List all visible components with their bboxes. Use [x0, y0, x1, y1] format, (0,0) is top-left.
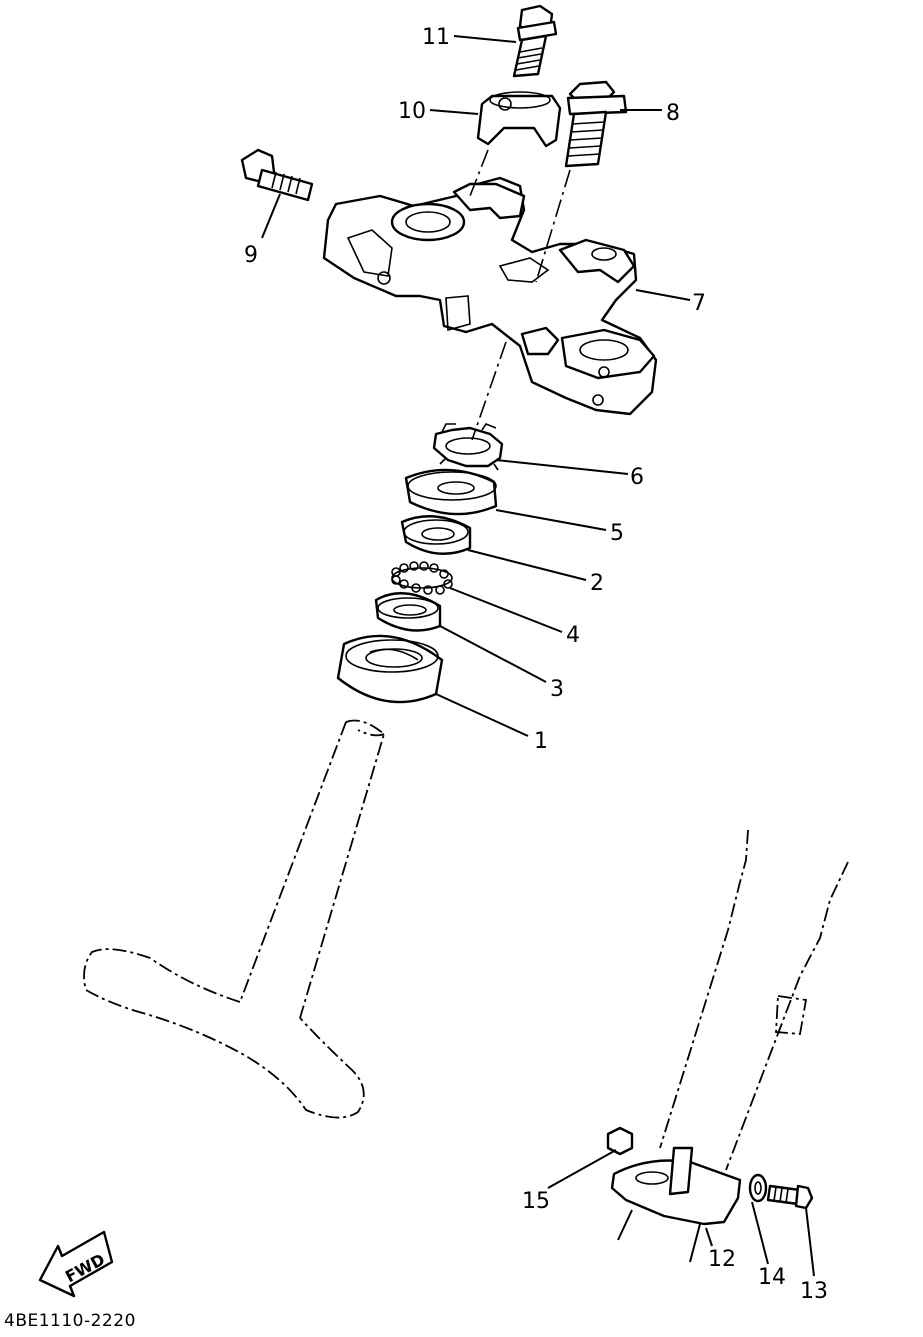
part-10-holder-cap — [476, 91, 562, 148]
callout-1: 1 — [534, 729, 548, 754]
part-1-bearing — [336, 634, 444, 704]
part-5-cover — [404, 468, 498, 516]
callout-labels: 11 10 8 9 7 6 5 2 4 3 1 15 12 14 13 — [244, 25, 828, 1304]
callout-15: 15 — [522, 1189, 550, 1214]
callout-11: 11 — [422, 25, 450, 50]
callout-10: 10 — [398, 99, 426, 124]
callout-13: 13 — [800, 1279, 828, 1304]
part-9-bolt — [240, 148, 314, 202]
callout-2: 2 — [590, 571, 604, 596]
callout-6: 6 — [630, 465, 644, 490]
part-4-ball-bearing — [391, 561, 453, 595]
callout-12: 12 — [708, 1247, 736, 1272]
part-7-upper-bracket — [322, 176, 658, 416]
part-14-washer — [748, 1173, 768, 1203]
fork-tube-phantom — [659, 829, 849, 1171]
diagram-code: 4BE1110-2220 — [4, 1311, 136, 1331]
part-3-race — [374, 592, 442, 632]
callout-4: 4 — [566, 623, 580, 648]
forward-direction-arrow: FWD — [38, 1230, 114, 1298]
callout-3: 3 — [550, 677, 564, 702]
callout-9: 9 — [244, 243, 258, 268]
part-8-bolt — [564, 80, 628, 168]
lower-bracket-phantom — [83, 719, 386, 1119]
callout-14: 14 — [758, 1265, 786, 1290]
part-13-bolt — [766, 1184, 814, 1210]
part-2-race — [400, 515, 472, 555]
part-11-bolt — [512, 4, 558, 78]
callout-5: 5 — [610, 521, 624, 546]
callout-8: 8 — [666, 101, 680, 126]
callout-7: 7 — [692, 291, 706, 316]
part-12-hose-guide — [610, 1146, 742, 1226]
leader-lines — [261, 35, 815, 1277]
part-15-nut — [606, 1126, 634, 1156]
part-6-ring-nut — [432, 423, 504, 471]
assembly-center-line — [469, 149, 571, 441]
